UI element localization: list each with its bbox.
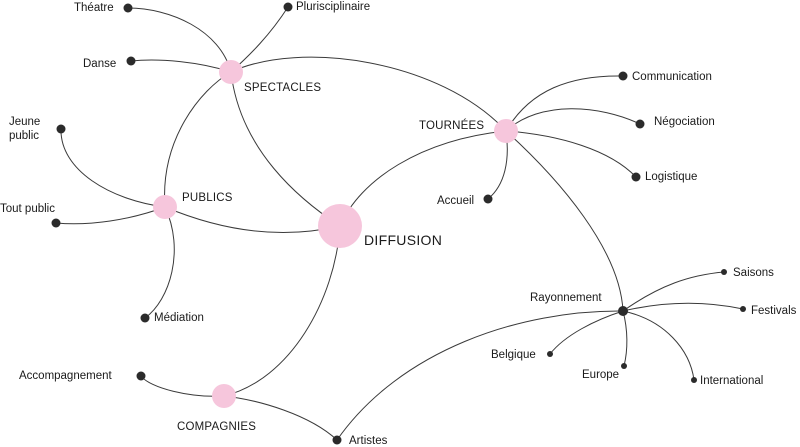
label-accompagnement: Accompagnement [19, 370, 112, 382]
node-publics [153, 195, 177, 219]
dot-danse [126, 56, 136, 66]
dot-rayonnement [618, 306, 628, 316]
label-negociation: Négociation [654, 116, 715, 128]
node-tournees [494, 119, 518, 143]
label-saisons: Saisons [733, 267, 774, 279]
edge-tournees-communication [505, 75, 624, 132]
edge-compagnies-accompagnement [140, 375, 225, 397]
dot-negociation [635, 119, 645, 129]
label-publics: PUBLICS [182, 192, 233, 204]
label-jeune-public-line2: public [9, 130, 39, 142]
edge-tournees-logistique [505, 130, 637, 178]
label-mediation: Médiation [154, 312, 204, 324]
edge-rayonnement-international [622, 310, 695, 381]
label-international: International [700, 375, 763, 387]
leaf-nodes [51, 2, 746, 445]
label-pluridisciplinaire: Plurisciplinaire [296, 1, 370, 13]
edge-diffusion-spectacles [230, 71, 341, 227]
dot-international [691, 377, 697, 383]
label-festivals: Festivals [751, 305, 797, 317]
dot-logistique [631, 172, 641, 182]
label-jeune-public-line1: Jeune [9, 116, 40, 128]
label-compagnies: COMPAGNIES [177, 421, 256, 433]
dot-europe [621, 363, 627, 369]
edge-diffusion-publics [164, 206, 341, 233]
edge-rayonnement-belgique [549, 310, 624, 355]
dot-artistes [332, 435, 342, 445]
dot-mediation [140, 313, 150, 323]
label-logistique: Logistique [645, 171, 697, 183]
label-accueil: Accueil [437, 195, 474, 207]
edge-publics-mediation [144, 206, 175, 319]
edge-rayonnement-europe [622, 310, 628, 367]
label-artistes: Artistes [349, 435, 388, 447]
label-spectacles: SPECTACLES [244, 82, 321, 94]
label-communication: Communication [632, 71, 712, 83]
dot-jeune-public [56, 124, 66, 134]
label-tournees: TOURNÉES [419, 119, 484, 132]
edge-publics-tout [55, 206, 166, 225]
edge-tournees-negociation [505, 108, 641, 132]
hub-nodes [153, 60, 518, 408]
dot-accompagnement [136, 371, 146, 381]
label-europe: Europe [582, 369, 619, 381]
edge-spectacles-tournees [230, 56, 507, 132]
label-rayonnement: Rayonnement [530, 292, 602, 304]
edge-spectacles-theatre [127, 7, 232, 73]
edge-publics-jeune [60, 128, 166, 208]
dot-belgique [547, 351, 553, 357]
edge-spectacles-danse [130, 59, 232, 73]
dot-theatre [123, 3, 133, 13]
edge-diffusion-compagnies [223, 225, 341, 397]
edge-compagnies-artistes [223, 395, 338, 441]
label-tout-public: Tout public [0, 203, 55, 215]
dot-pluridisciplinaire [283, 2, 293, 12]
dot-festivals [740, 306, 746, 312]
node-compagnies [212, 384, 236, 408]
edge-rayonnement-festivals [622, 302, 744, 312]
label-theatre: Théatre [74, 2, 114, 14]
label-danse: Danse [83, 58, 116, 70]
dot-accueil [483, 194, 493, 204]
edge-diffusion-tournees [339, 130, 507, 227]
edge-rayonnement-saisons [622, 271, 725, 312]
node-spectacles [219, 60, 243, 84]
dot-tout-public [51, 218, 61, 228]
edge-spectacles-publics [164, 71, 232, 208]
edge-rayonnement-artistes [336, 310, 624, 441]
dot-communication [618, 71, 628, 81]
dot-saisons [721, 269, 727, 275]
label-diffusion: DIFFUSION [364, 232, 442, 248]
edge-tournees-rayonnement [505, 130, 624, 312]
label-belgique: Belgique [491, 349, 536, 361]
node-diffusion [318, 204, 362, 248]
